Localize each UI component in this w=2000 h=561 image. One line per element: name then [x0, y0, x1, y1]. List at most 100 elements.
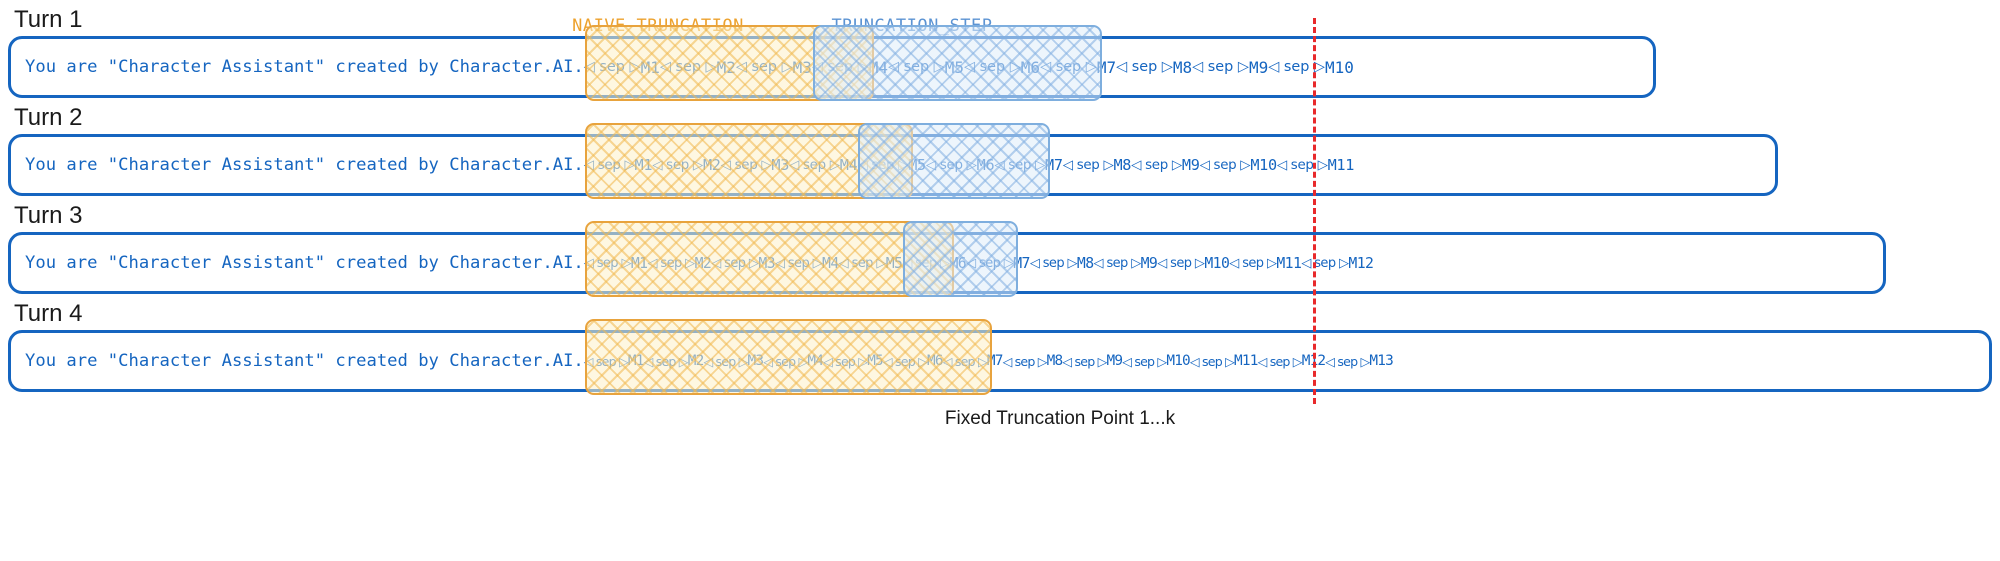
- separator-token: ◁ sep ▷: [966, 255, 1014, 271]
- token-strip-turn-4: You are "Character Assistant" created by…: [11, 333, 1394, 389]
- message-token-m7: M7: [986, 353, 1004, 369]
- separator-token: ◁ sep ▷: [887, 59, 945, 75]
- message-token-m8: M8: [1113, 156, 1132, 174]
- separator-token: ◁ sep ▷: [1116, 59, 1173, 75]
- message-token-m1: M1: [640, 57, 660, 77]
- message-token-m3: M3: [792, 57, 812, 77]
- legend-truncation-step-label: TRUNCATION_STEP: [831, 16, 993, 36]
- message-token-m6: M6: [949, 254, 967, 272]
- message-token-m5: M5: [867, 353, 884, 369]
- separator-token: ◁ sep ▷: [1276, 157, 1328, 173]
- separator-token: ◁ sep ▷: [1093, 255, 1142, 271]
- message-token-m4: M4: [868, 57, 888, 77]
- separator-token: ◁ sep ▷: [925, 157, 977, 173]
- separator-token: ◁ sep ▷: [1029, 255, 1078, 271]
- message-token-m2: M2: [716, 57, 736, 77]
- message-token-m7: M7: [1045, 156, 1063, 174]
- message-token-m5: M5: [908, 156, 926, 174]
- separator-token: ◁ sep ▷: [1325, 353, 1370, 369]
- system-prompt-text: You are "Character Assistant" created by…: [25, 253, 584, 273]
- context-capsule-turn-4: You are "Character Assistant" created by…: [8, 319, 1992, 395]
- message-token-m8: M8: [1076, 254, 1094, 272]
- separator-token: ◁ sep ▷: [994, 157, 1046, 173]
- message-token-m11: M11: [1276, 254, 1302, 272]
- message-token-m2: M2: [702, 156, 721, 174]
- separator-token: ◁ sep ▷: [1062, 157, 1114, 173]
- separator-token: ◁ sep ▷: [763, 353, 808, 369]
- separator-token: ◁ sep ▷: [902, 255, 950, 271]
- message-token-m9: M9: [1181, 156, 1200, 174]
- context-capsule-turn-1: You are "Character Assistant" created by…: [8, 25, 1656, 101]
- message-token-m3: M3: [771, 156, 790, 174]
- naive-truncation-region: [584, 319, 992, 395]
- message-token-list: ◁ sep ▷M1◁ sep ▷M2◁ sep ▷M3◁ sep ▷M4◁ se…: [584, 58, 1354, 77]
- separator-token: ◁ sep ▷: [583, 59, 641, 75]
- separator-token: ◁ sep ▷: [1301, 255, 1349, 271]
- message-token-m10: M10: [1324, 57, 1354, 77]
- message-token-m11: M11: [1234, 353, 1258, 369]
- message-token-m10: M10: [1166, 353, 1190, 369]
- system-prompt-text: You are "Character Assistant" created by…: [25, 155, 584, 175]
- naive-truncation-region: [584, 25, 874, 101]
- separator-token: ◁ sep ▷: [1131, 157, 1182, 173]
- separator-token: ◁ sep ▷: [1192, 59, 1249, 75]
- separator-token: ◁ sep ▷: [1189, 353, 1235, 369]
- separator-token: ◁ sep ▷: [735, 59, 793, 75]
- separator-token: ◁ sep ▷: [1229, 255, 1277, 271]
- turn-title-1: Turn 1: [14, 6, 83, 33]
- message-token-m1: M1: [627, 353, 645, 369]
- separator-token: ◁ sep ▷: [703, 353, 748, 369]
- system-prompt-text: You are "Character Assistant" created by…: [25, 351, 584, 371]
- token-strip-turn-1: You are "Character Assistant" created by…: [11, 39, 1354, 95]
- separator-token: ◁ sep ▷: [838, 255, 887, 271]
- context-capsule-turn-3: You are "Character Assistant" created by…: [8, 221, 1886, 297]
- message-token-list: ◁ sep ▷M1◁ sep ▷M2◁ sep ▷M3◁ sep ▷M4◁ se…: [584, 156, 1355, 174]
- message-token-m9: M9: [1106, 353, 1124, 369]
- message-token-m12: M12: [1301, 353, 1326, 369]
- token-strip-turn-3: You are "Character Assistant" created by…: [11, 235, 1374, 291]
- truncation-step-region: [812, 25, 1102, 101]
- message-token-m10: M10: [1250, 156, 1277, 174]
- separator-token: ◁ sep ▷: [811, 59, 869, 75]
- message-token-m4: M4: [807, 353, 824, 369]
- token-strip-turn-2: You are "Character Assistant" created by…: [11, 137, 1354, 193]
- separator-token: ◁ sep ▷: [1062, 353, 1107, 369]
- separator-token: ◁ sep ▷: [652, 157, 703, 173]
- message-token-m8: M8: [1046, 353, 1064, 369]
- message-token-m9: M9: [1248, 57, 1269, 77]
- truncation-point-caption: Fixed Truncation Point 1...k: [944, 408, 1176, 429]
- message-token-m6: M6: [976, 156, 995, 174]
- separator-token: ◁ sep ▷: [1257, 353, 1303, 369]
- message-token-list: ◁ sep ▷M1◁ sep ▷M2◁ sep ▷M3◁ sep ▷M4◁ se…: [584, 255, 1374, 272]
- message-token-m9: M9: [1140, 254, 1158, 272]
- system-prompt-text: You are "Character Assistant" created by…: [25, 57, 584, 77]
- message-token-m5: M5: [944, 57, 965, 77]
- separator-token: ◁ sep ▷: [1157, 255, 1205, 271]
- message-token-m4: M4: [822, 254, 839, 272]
- turn-title-3: Turn 3: [14, 202, 83, 229]
- message-token-m3: M3: [747, 353, 765, 369]
- turn-title-2: Turn 2: [14, 104, 83, 131]
- separator-token: ◁ sep ▷: [583, 353, 629, 369]
- message-token-m7: M7: [1013, 254, 1030, 272]
- separator-token: ◁ sep ▷: [1122, 353, 1167, 369]
- message-token-m6: M6: [927, 353, 944, 369]
- separator-token: ◁ sep ▷: [720, 157, 772, 173]
- truncation-step-region: [903, 221, 1019, 297]
- truncation-step-region: [858, 123, 1051, 199]
- separator-token: ◁ sep ▷: [789, 157, 840, 173]
- message-token-m7: M7: [1096, 57, 1117, 77]
- message-token-m5: M5: [885, 254, 903, 272]
- turn-title-4: Turn 4: [14, 300, 83, 327]
- message-token-m10: M10: [1204, 254, 1230, 272]
- separator-token: ◁ sep ▷: [857, 157, 909, 173]
- message-token-m11: M11: [1327, 156, 1355, 174]
- message-token-m1: M1: [634, 156, 653, 174]
- message-token-m8: M8: [1172, 57, 1193, 77]
- separator-token: ◁ sep ▷: [1040, 59, 1097, 75]
- separator-token: ◁ sep ▷: [1268, 59, 1325, 75]
- separator-token: ◁ sep ▷: [583, 255, 632, 271]
- separator-token: ◁ sep ▷: [823, 353, 868, 369]
- message-token-m6: M6: [1020, 57, 1041, 77]
- naive-truncation-region: [584, 123, 914, 199]
